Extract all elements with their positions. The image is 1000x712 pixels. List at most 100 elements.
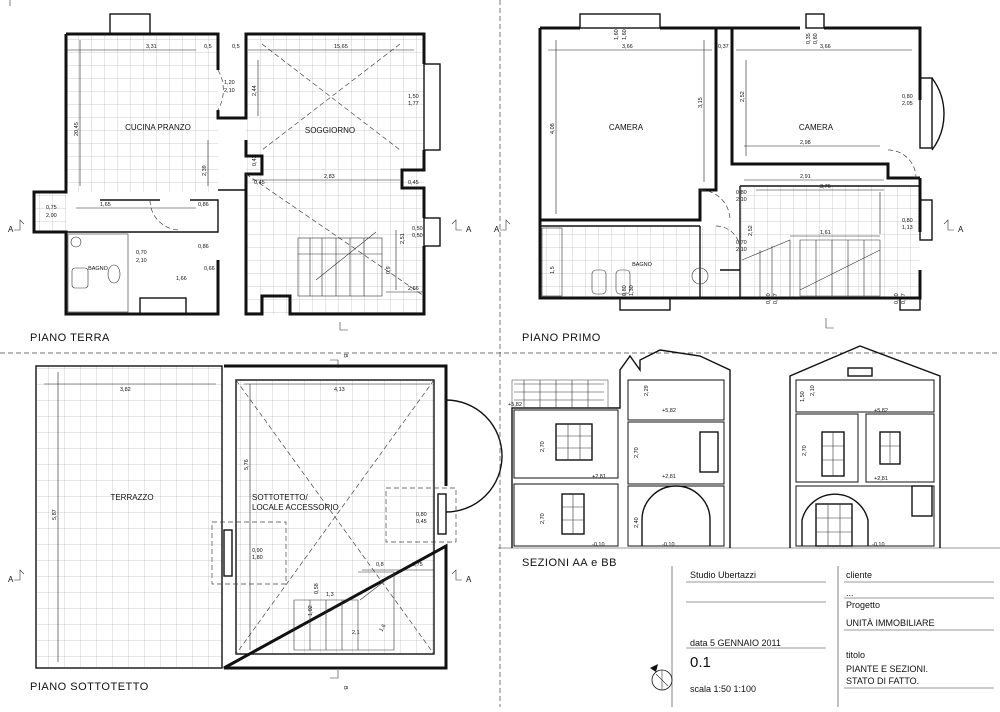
dimension-label: 5,87 xyxy=(52,509,58,520)
plan-title-piano-terra: PIANO TERRA xyxy=(30,332,110,344)
dimension-label: 0,60 xyxy=(813,33,819,44)
dimension-label: 0,50 xyxy=(894,293,900,304)
level-label: +5,82 xyxy=(874,408,888,414)
dimension-label: 0,70 xyxy=(736,240,747,246)
dimension-label: 0,86 xyxy=(198,244,209,250)
dimension-label: 3,82 xyxy=(120,387,131,393)
level-label: +5,82 xyxy=(662,408,676,414)
dimension-label: 0,77 xyxy=(901,293,907,304)
level-label: -0,10 xyxy=(872,542,885,548)
dimension-label: 0,80 xyxy=(902,218,913,224)
plan-piano-primo: CAMERA CAMERA BAGNO 1,60 1,60 3,66 0,37 … xyxy=(494,13,964,344)
dimension-label: 0,45 xyxy=(254,180,265,186)
section-mark-a: A xyxy=(8,225,14,234)
dimension-label: 2,39 xyxy=(202,165,208,176)
dimension-label: 3,15 xyxy=(698,97,704,108)
height-label: 2,40 xyxy=(634,517,640,528)
section-mark-b: B xyxy=(342,686,348,690)
dimension-label: 0,8 xyxy=(376,562,384,568)
room-label-soggiorno: SOGGIORNO xyxy=(305,126,355,135)
level-label: +2,81 xyxy=(592,474,606,480)
dimension-label: 3,31 xyxy=(146,44,157,50)
dimension-label: 2,98 xyxy=(800,140,811,146)
room-label-bagno-primo: BAGNO xyxy=(632,262,653,268)
dimension-label: 0,37 xyxy=(718,44,729,50)
dimension-label: 2,05 xyxy=(902,101,913,107)
titolo-line-2: STATO DI FATTO. xyxy=(846,676,919,686)
height-label: 2,29 xyxy=(644,385,650,396)
room-label-terrazzo: TERRAZZO xyxy=(110,493,153,502)
section-mark-a: A xyxy=(8,575,14,584)
level-label: -0,10 xyxy=(592,542,605,548)
dimension-label: 4,13 xyxy=(334,387,345,393)
section-mark-b: B xyxy=(342,354,348,358)
dimension-label: 0,50 xyxy=(412,226,423,232)
dimension-label: 0,70 xyxy=(136,250,147,256)
level-label: -0,10 xyxy=(662,542,675,548)
progetto-value: UNITÀ IMMOBILIARE xyxy=(846,618,935,628)
dimension-label: 2,00 xyxy=(46,213,57,219)
dimension-label: 0,75 xyxy=(46,205,57,211)
dimension-label: 1,3 xyxy=(326,592,334,598)
dimension-label: 0,45 xyxy=(416,519,427,525)
height-label: 1,50 xyxy=(800,391,806,402)
dimension-label: 0,35 xyxy=(806,33,812,44)
walls-outer xyxy=(66,32,426,316)
north-arrow-icon xyxy=(650,664,673,691)
height-label: 2,70 xyxy=(802,445,808,456)
dimension-label: 0,43 xyxy=(252,155,258,166)
dimension-label: 0,58 xyxy=(314,583,320,594)
dimension-label: 0,45 xyxy=(408,180,419,186)
dimension-label: 3,76 xyxy=(820,184,831,190)
dimension-label: 0,80 xyxy=(736,190,747,196)
dimension-label: 1,5 xyxy=(550,266,556,274)
dimension-label: 0,80 xyxy=(622,285,628,296)
dimension-label: 2,66 xyxy=(408,286,419,292)
dimension-label: 1,77 xyxy=(408,101,419,107)
titolo-line-1: PIANTE E SEZIONI. xyxy=(846,664,928,674)
dimension-label: 3,66 xyxy=(820,44,831,50)
dimension-label: 1,02 xyxy=(308,605,314,616)
sections-title: SEZIONI AA e BB xyxy=(522,557,617,569)
section-mark-a: A xyxy=(466,575,472,584)
dimension-label: 2,1 xyxy=(352,630,360,636)
dimension-label: 2,83 xyxy=(324,174,335,180)
section-mark-a: A xyxy=(494,225,500,234)
room-label-cucina: CUCINA PRANZO xyxy=(125,123,191,132)
section-bb-outline xyxy=(789,345,941,548)
floor-tiles-cucina xyxy=(66,34,218,192)
level-label: +5,82 xyxy=(508,402,522,408)
dimension-label: 0,86 xyxy=(198,202,209,208)
dimension-label: 0,77 xyxy=(773,293,779,304)
dimension-label: 2,91 xyxy=(800,174,811,180)
dimension-label: 2,10 xyxy=(736,247,747,253)
height-label: 2,10 xyxy=(810,385,816,396)
dimension-label: 3,66 xyxy=(622,44,633,50)
dimension-label: 1,30 xyxy=(629,285,635,296)
room-label-camera-1: CAMERA xyxy=(609,123,644,132)
dimension-label: 5,76 xyxy=(244,459,250,470)
dimension-label: 0,50 xyxy=(412,233,423,239)
plan-title-piano-sottotetto: PIANO SOTTOTETTO xyxy=(30,681,149,693)
dimension-label: 1,6 xyxy=(379,623,388,633)
room-label-locale-accessorio: LOCALE ACCESSORIO xyxy=(252,503,339,512)
dimension-label: 2,10 xyxy=(136,258,147,264)
dimension-label: 0,66 xyxy=(204,266,215,272)
dimension-label: 2,10 xyxy=(736,197,747,203)
dimension-label: 2,52 xyxy=(740,91,746,102)
dimension-label: 2,10 xyxy=(224,88,235,94)
room-label-bagno-terra: BAGNO xyxy=(88,266,109,272)
plan-piano-terra: CUCINA PRANZO SOGGIORNO BAGNO 3,31 0,5 0… xyxy=(8,13,472,344)
scale-text: scala 1:50 1:100 xyxy=(690,684,756,694)
dimension-label: 0,9 xyxy=(386,266,392,274)
dimension-label: 2,52 xyxy=(748,225,754,236)
plan-title-piano-primo: PIANO PRIMO xyxy=(522,332,601,344)
dimension-label: 1,61 xyxy=(820,230,831,236)
dimension-label: 1,20 xyxy=(224,80,235,86)
date-text: data 5 GENNAIO 2011 xyxy=(690,638,781,648)
height-label: 2,70 xyxy=(540,513,546,524)
dimension-label: 0,80 xyxy=(416,512,427,518)
titolo-label: titolo xyxy=(846,650,865,660)
studio-name: Studio Ubertazzi xyxy=(690,570,756,580)
